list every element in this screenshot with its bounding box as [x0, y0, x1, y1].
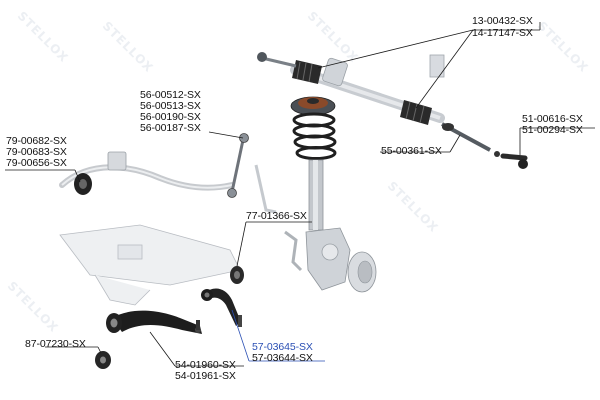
- label-tie-rod: 55-00361-SX: [381, 145, 442, 157]
- label-stab-link-2: 56-00513-SX: [140, 100, 201, 112]
- label-stab-bush-1: 79-00682-SX: [6, 135, 67, 147]
- label-strut-arm-2: 57-03644-SX: [252, 352, 313, 364]
- coil-spring: [292, 112, 337, 160]
- strut-arm: [201, 288, 242, 327]
- label-steering-rack-2: 14-17147-SX: [472, 27, 533, 39]
- control-arm: [106, 310, 202, 334]
- label-stab-link-1: 56-00512-SX: [140, 89, 201, 101]
- stab-bush: [74, 173, 92, 195]
- tie-rod-end: [494, 151, 528, 169]
- lower-bush: [95, 351, 111, 369]
- tie-rod: [441, 122, 491, 152]
- stab-bracket: [107, 151, 127, 171]
- label-strut-arm-1: 57-03645-SX: [252, 341, 313, 353]
- label-control-arm-2: 54-01961-SX: [175, 370, 236, 382]
- label-arm-bush: 77-01366-SX: [246, 210, 307, 222]
- strut-mount: [290, 96, 336, 116]
- rack-boot-left: [292, 60, 322, 84]
- rack-boot-right: [400, 100, 432, 125]
- label-steering-rack-1: 13-00432-SX: [472, 15, 533, 27]
- label-control-arm-1: 54-01960-SX: [175, 359, 236, 371]
- label-stab-bush-2: 79-00683-SX: [6, 146, 67, 158]
- label-stab-link-3: 56-00190-SX: [140, 111, 201, 123]
- label-stab-link-4: 56-00187-SX: [140, 122, 201, 134]
- stab-link: [227, 133, 249, 198]
- steering-knuckle: [305, 227, 351, 291]
- shock-absorber: [308, 159, 324, 231]
- wheel-hub: [347, 251, 377, 293]
- link-faded: [254, 164, 277, 214]
- arm-bush: [230, 266, 244, 284]
- knuckle-bracket: [284, 230, 303, 272]
- label-stab-bush-3: 79-00656-SX: [6, 157, 67, 169]
- label-lower-bush: 87-07230-SX: [25, 338, 86, 350]
- label-tie-rod-end-2: 51-00294-SX: [522, 124, 583, 136]
- label-tie-rod-end-1: 51-00616-SX: [522, 113, 583, 125]
- subframe: [59, 224, 241, 306]
